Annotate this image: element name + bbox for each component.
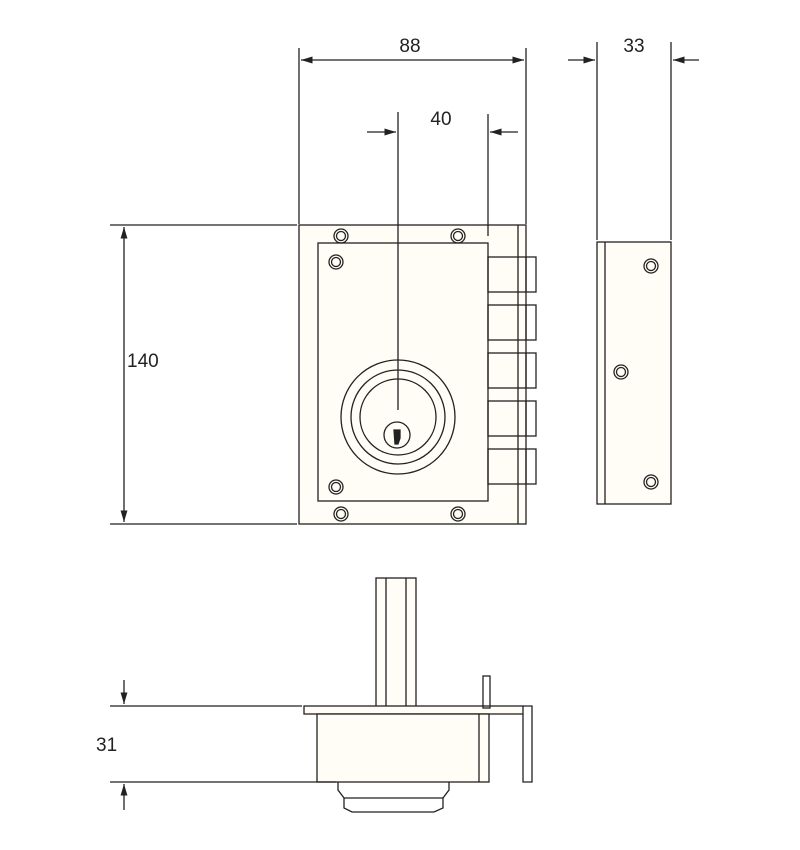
lock-bolts bbox=[487, 256, 537, 485]
dim-label-40: 40 bbox=[430, 109, 451, 130]
bottom-view bbox=[303, 577, 533, 813]
lock-case bbox=[298, 224, 527, 525]
spindle bbox=[375, 577, 417, 709]
dim-label-31: 31 bbox=[96, 735, 117, 756]
dim-label-33: 33 bbox=[623, 36, 644, 57]
screw-holes bbox=[328, 228, 466, 522]
keyhole-icon bbox=[383, 421, 411, 449]
dim-label-88: 88 bbox=[399, 36, 420, 57]
side-plate bbox=[596, 241, 672, 505]
front-view bbox=[298, 112, 537, 525]
dimension-lines bbox=[110, 42, 699, 810]
dim-label-140: 140 bbox=[127, 351, 159, 372]
case-body-section bbox=[316, 713, 490, 783]
side-view bbox=[596, 241, 672, 505]
